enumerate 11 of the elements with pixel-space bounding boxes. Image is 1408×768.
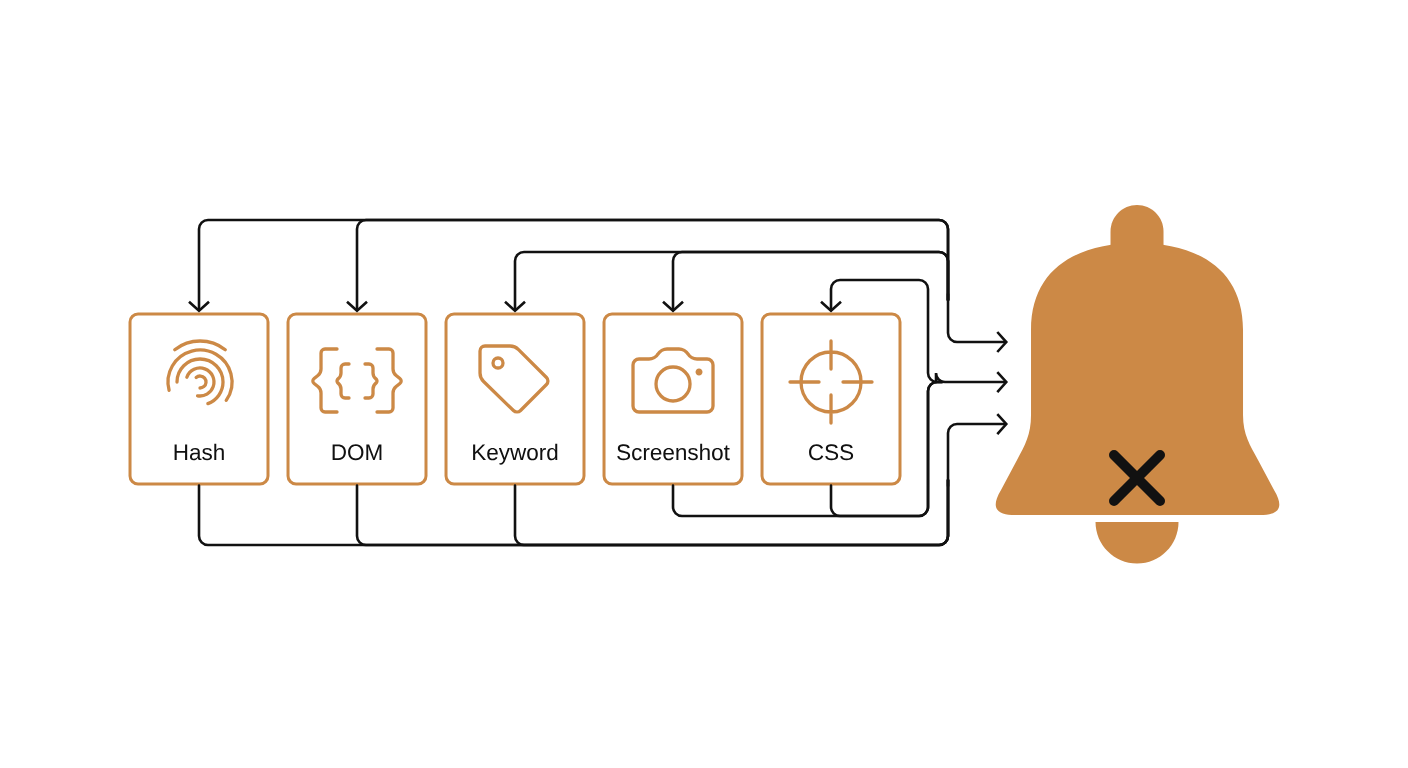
arrow — [934, 371, 1009, 393]
labeled-box: Screenshot — [602, 312, 744, 486]
arrow — [662, 250, 950, 313]
labeled-box: DOM — [286, 312, 428, 486]
arrow — [346, 218, 950, 313]
labeled-box: CSS — [760, 312, 902, 486]
labeled-box: Keyword — [444, 312, 586, 486]
connector-line — [829, 380, 944, 518]
labeled-box: Hash — [128, 312, 270, 486]
bell-icon — [995, 205, 1280, 564]
arrow — [946, 413, 1009, 488]
